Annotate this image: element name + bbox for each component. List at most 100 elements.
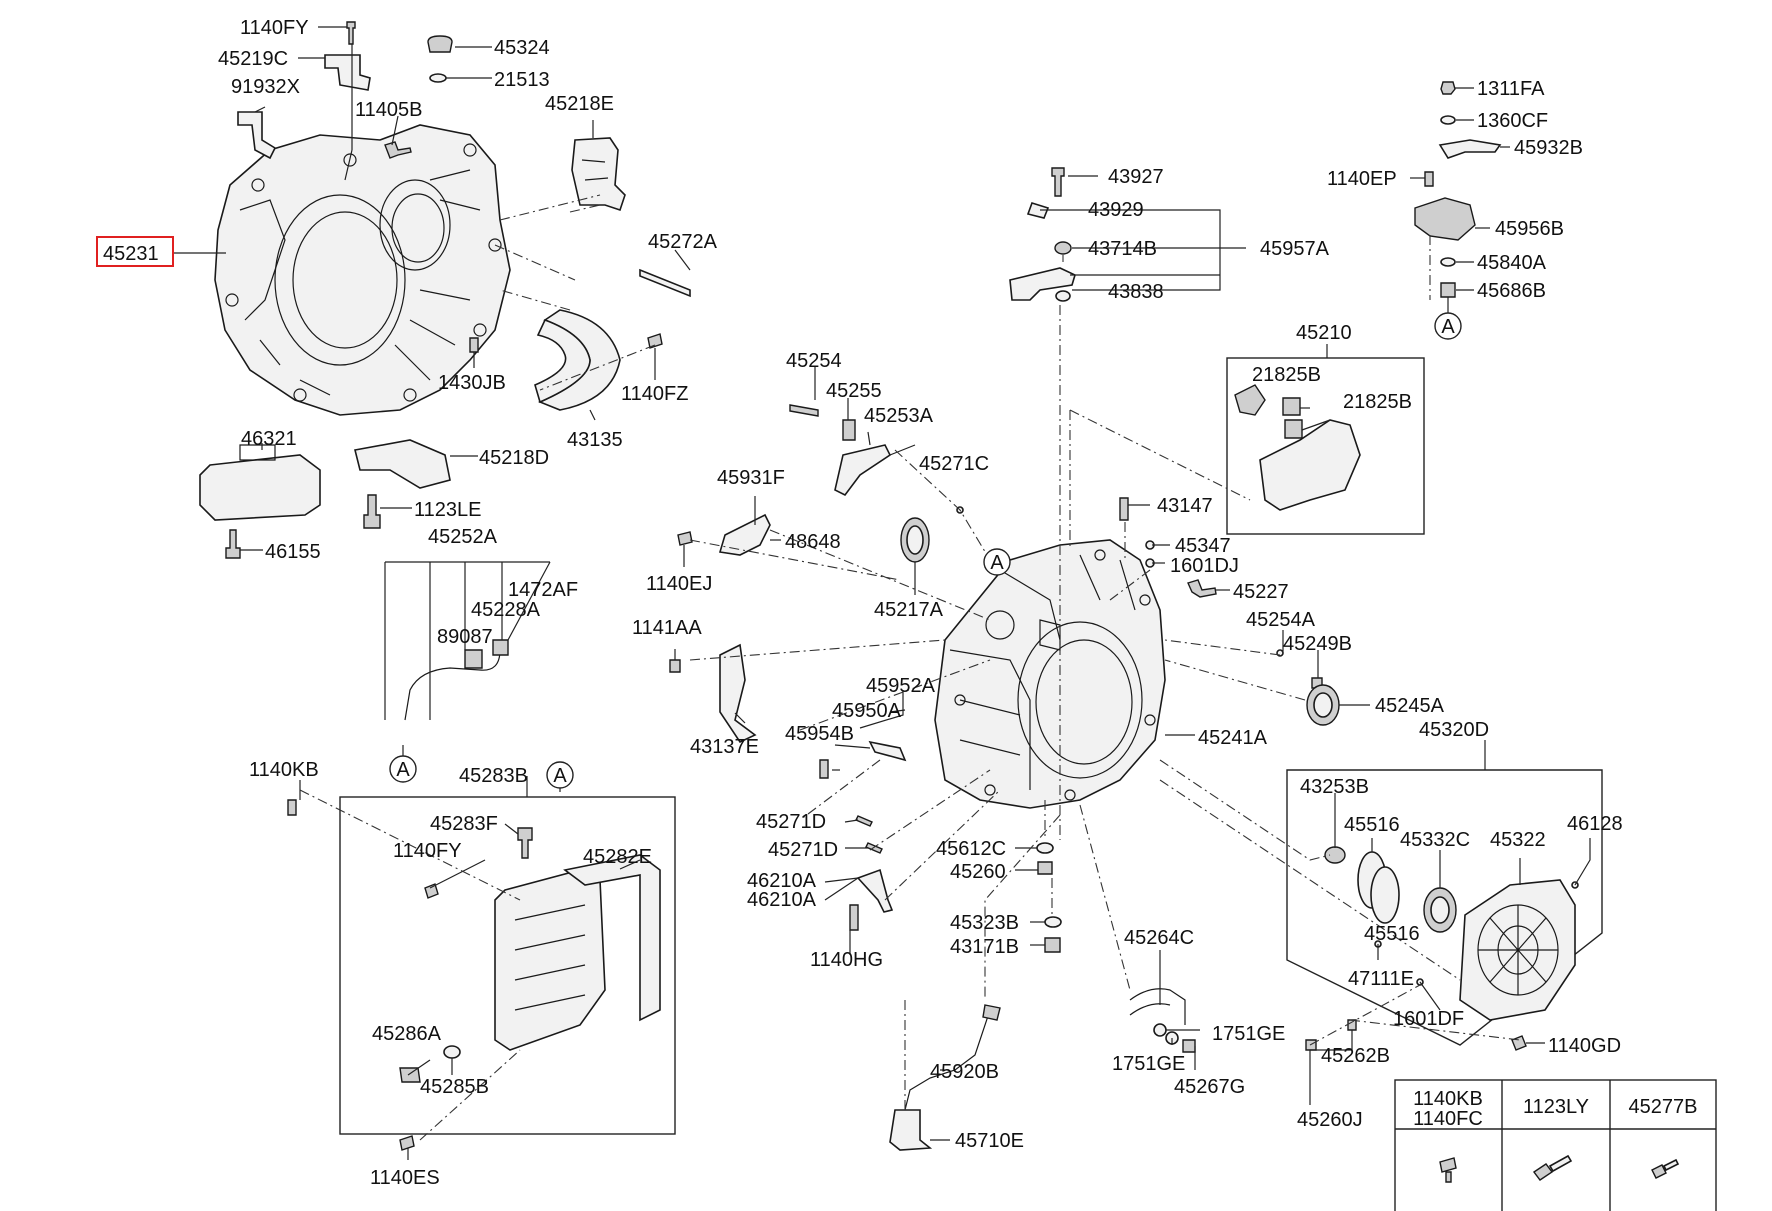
washer-45285B[interactable] <box>443 1045 461 1059</box>
label-43147[interactable]: 43147 <box>1157 495 1213 517</box>
label-1140ES[interactable]: 1140ES <box>370 1167 440 1189</box>
label-43135[interactable]: 43135 <box>567 429 623 451</box>
label-45954B[interactable]: 45954B <box>785 723 854 745</box>
label-45840A[interactable]: 45840A <box>1477 252 1547 274</box>
bolt-11405B[interactable] <box>384 141 412 159</box>
label-46210A-1[interactable]: 46210A <box>747 870 817 892</box>
sensor-lead-45920B[interactable] <box>904 1009 991 1111</box>
label-45218D[interactable]: 45218D <box>479 447 549 469</box>
label-1751GE-1[interactable]: 1751GE <box>1212 1023 1285 1045</box>
bracket-45210[interactable] <box>1259 419 1361 511</box>
label-45255[interactable]: 45255 <box>826 380 882 402</box>
gasket-21513[interactable] <box>429 73 447 83</box>
bolt-45227[interactable] <box>1187 579 1217 598</box>
label-45218E[interactable]: 45218E <box>545 93 614 115</box>
label-1140EP[interactable]: 1140EP <box>1327 168 1397 190</box>
valve-46210A[interactable] <box>856 868 894 913</box>
pin-45271D-2[interactable] <box>865 842 883 854</box>
label-1601DJ[interactable]: 1601DJ <box>1170 555 1239 577</box>
transaxle-case-45241A[interactable] <box>934 539 1166 809</box>
bolt-1140FY-top[interactable] <box>346 21 356 45</box>
bolt-1140KB[interactable] <box>287 799 297 816</box>
bracket-45931F[interactable] <box>718 513 771 556</box>
label-45252A[interactable]: 45252A <box>428 526 498 548</box>
label-43838[interactable]: 43838 <box>1108 281 1164 303</box>
label-1311FA[interactable]: 1311FA <box>1477 78 1545 100</box>
gasket-45282E[interactable] <box>563 854 661 1022</box>
label-45254[interactable]: 45254 <box>786 350 842 372</box>
clip-43929[interactable] <box>1026 202 1050 219</box>
label-43714B[interactable]: 43714B <box>1088 238 1157 260</box>
label-89087[interactable]: 89087 <box>437 626 493 648</box>
label-1140EJ[interactable]: 1140EJ <box>646 573 712 595</box>
mount-21825B-2[interactable] <box>1282 397 1301 416</box>
bolt-1140FZ[interactable] <box>647 333 663 349</box>
label-45322[interactable]: 45322 <box>1490 829 1546 851</box>
label-45320D[interactable]: 45320D <box>1419 719 1489 741</box>
label-45612C[interactable]: 45612C <box>936 838 1006 860</box>
label-45271C[interactable]: 45271C <box>919 453 989 475</box>
oil-strainer-46321[interactable] <box>199 454 321 521</box>
label-1360CF[interactable]: 1360CF <box>1477 110 1548 132</box>
bolt-46155[interactable] <box>225 529 241 559</box>
label-45950A[interactable]: 45950A <box>832 700 902 722</box>
label-45271D-1[interactable]: 45271D <box>756 811 826 833</box>
bushing-43714B[interactable] <box>1054 241 1072 255</box>
label-11405B[interactable]: 11405B <box>355 99 422 121</box>
spring-45255[interactable] <box>842 419 856 441</box>
label-1123LE[interactable]: 1123LE <box>414 499 481 521</box>
label-1430JB[interactable]: 1430JB <box>438 372 506 394</box>
label-45210[interactable]: 45210 <box>1296 322 1352 344</box>
washer-43838[interactable] <box>1055 290 1071 302</box>
hose-45264C[interactable] <box>1129 988 1186 1025</box>
label-91932X[interactable]: 91932X <box>231 76 300 98</box>
label-45323B[interactable]: 45323B <box>950 912 1019 934</box>
highlight-box[interactable] <box>96 236 174 267</box>
washer-45840A[interactable] <box>1440 257 1456 267</box>
plug-45324[interactable] <box>427 35 453 53</box>
washer-45323B[interactable] <box>1044 916 1062 928</box>
label-46321[interactable]: 46321 <box>241 428 297 450</box>
label-43927[interactable]: 43927 <box>1108 166 1164 188</box>
label-43171B[interactable]: 43171B <box>950 936 1019 958</box>
label-45686B[interactable]: 45686B <box>1477 280 1546 302</box>
label-45920B[interactable]: 45920B <box>930 1061 999 1083</box>
label-1751GE-2[interactable]: 1751GE <box>1112 1053 1185 1075</box>
bracket-45218D[interactable] <box>354 439 451 489</box>
pin-45271D-1[interactable] <box>855 815 873 827</box>
rear-cover-45322[interactable] <box>1459 879 1576 1021</box>
label-21825B-2[interactable]: 21825B <box>1343 391 1412 413</box>
baffle-43137E[interactable] <box>719 643 757 744</box>
label-45283F[interactable]: 45283F <box>430 813 498 835</box>
washer-1360CF[interactable] <box>1440 115 1456 125</box>
label-45231[interactable]: 45231 <box>103 243 159 265</box>
label-1140FZ[interactable]: 1140FZ <box>621 383 688 405</box>
detent-lever-45253A[interactable] <box>834 444 892 497</box>
label-45952A[interactable]: 45952A <box>866 675 936 697</box>
nut-1311FA[interactable] <box>1440 81 1456 95</box>
converter-housing-45231[interactable] <box>214 124 511 416</box>
hose-45252A[interactable] <box>404 640 501 721</box>
dowel-1430JB[interactable] <box>469 337 479 353</box>
label-45217A[interactable]: 45217A <box>874 599 944 621</box>
label-46210A-2[interactable]: 46210A <box>747 889 817 911</box>
lever-45957A[interactable] <box>1009 267 1076 301</box>
label-45286A[interactable]: 45286A <box>372 1023 442 1045</box>
bolt-1140HG[interactable] <box>849 904 859 931</box>
bolt-43147[interactable] <box>1119 497 1129 521</box>
bolt-1140FY-pan[interactable] <box>424 883 439 899</box>
label-43929[interactable]: 43929 <box>1088 199 1144 221</box>
label-1141AA[interactable]: 1141AA <box>632 617 702 639</box>
label-46155[interactable]: 46155 <box>265 541 321 563</box>
label-45260[interactable]: 45260 <box>950 861 1006 883</box>
label-45254A[interactable]: 45254A <box>1246 609 1316 631</box>
label-45282E[interactable]: 45282E <box>583 846 652 868</box>
label-45283B[interactable]: 45283B <box>459 765 528 787</box>
mount-21825B-1[interactable] <box>1234 384 1266 416</box>
label-1472AF[interactable]: 1472AF <box>508 579 578 601</box>
label-45253A[interactable]: 45253A <box>864 405 934 427</box>
label-45285B[interactable]: 45285B <box>420 1076 489 1098</box>
connector-45228A[interactable] <box>492 639 509 656</box>
bracket-45950A[interactable] <box>868 740 907 762</box>
bracket-45932B[interactable] <box>1438 139 1502 159</box>
